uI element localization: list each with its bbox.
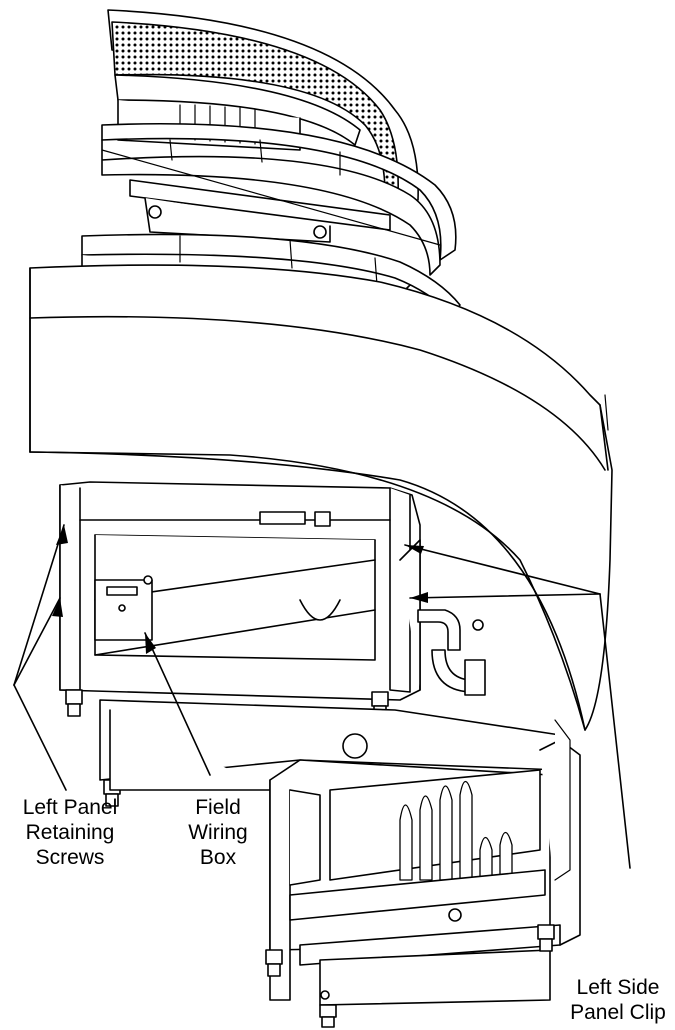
- control-display: [259, 511, 306, 525]
- arrowhead-clip-top: [405, 545, 424, 554]
- leader-screws-bottom: [13, 597, 61, 686]
- label-left-side-panel-clip: Left Side Panel Clip: [563, 975, 673, 1025]
- label-line: Left Side: [576, 976, 660, 999]
- leader-clip-bottom: [409, 593, 601, 599]
- label-line: Field: [195, 796, 241, 819]
- label-line: Left Panel: [22, 796, 118, 819]
- cabinet-frame-lower: [99, 699, 581, 1006]
- heat-exchanger-fins: [399, 780, 513, 886]
- arrowhead-screw-bottom: [52, 598, 63, 617]
- arrowheads: [52, 525, 428, 654]
- label-left-panel-retaining-screws: Left Panel Retaining Screws: [8, 795, 132, 870]
- drain-pipes: [417, 609, 486, 696]
- leader-screws-label: [13, 684, 67, 791]
- label-line: Retaining: [25, 821, 115, 844]
- leveling-feet-lower: [265, 924, 555, 1028]
- arrowhead-screw-top: [56, 525, 68, 545]
- leader-clip-top: [404, 544, 601, 595]
- label-line: Panel Clip: [570, 1001, 666, 1024]
- arrowhead-wiring-box: [145, 633, 156, 654]
- leader-screws-top: [13, 524, 65, 686]
- spiral-tier-2: [101, 122, 457, 276]
- leader-wiring-box: [144, 632, 211, 776]
- cabinet-frame-upper: [59, 481, 421, 701]
- label-line: Wiring: [188, 821, 248, 844]
- field-wiring-box: [94, 575, 153, 641]
- leader-clip-label: [599, 593, 631, 869]
- outer-drum-band: [29, 264, 613, 731]
- label-line: Box: [199, 846, 237, 869]
- label-field-wiring-box: Field Wiring Box: [178, 795, 258, 870]
- label-line: Screws: [35, 846, 105, 869]
- arrowhead-clip-bottom: [410, 592, 428, 603]
- leader-lines: [13, 524, 631, 869]
